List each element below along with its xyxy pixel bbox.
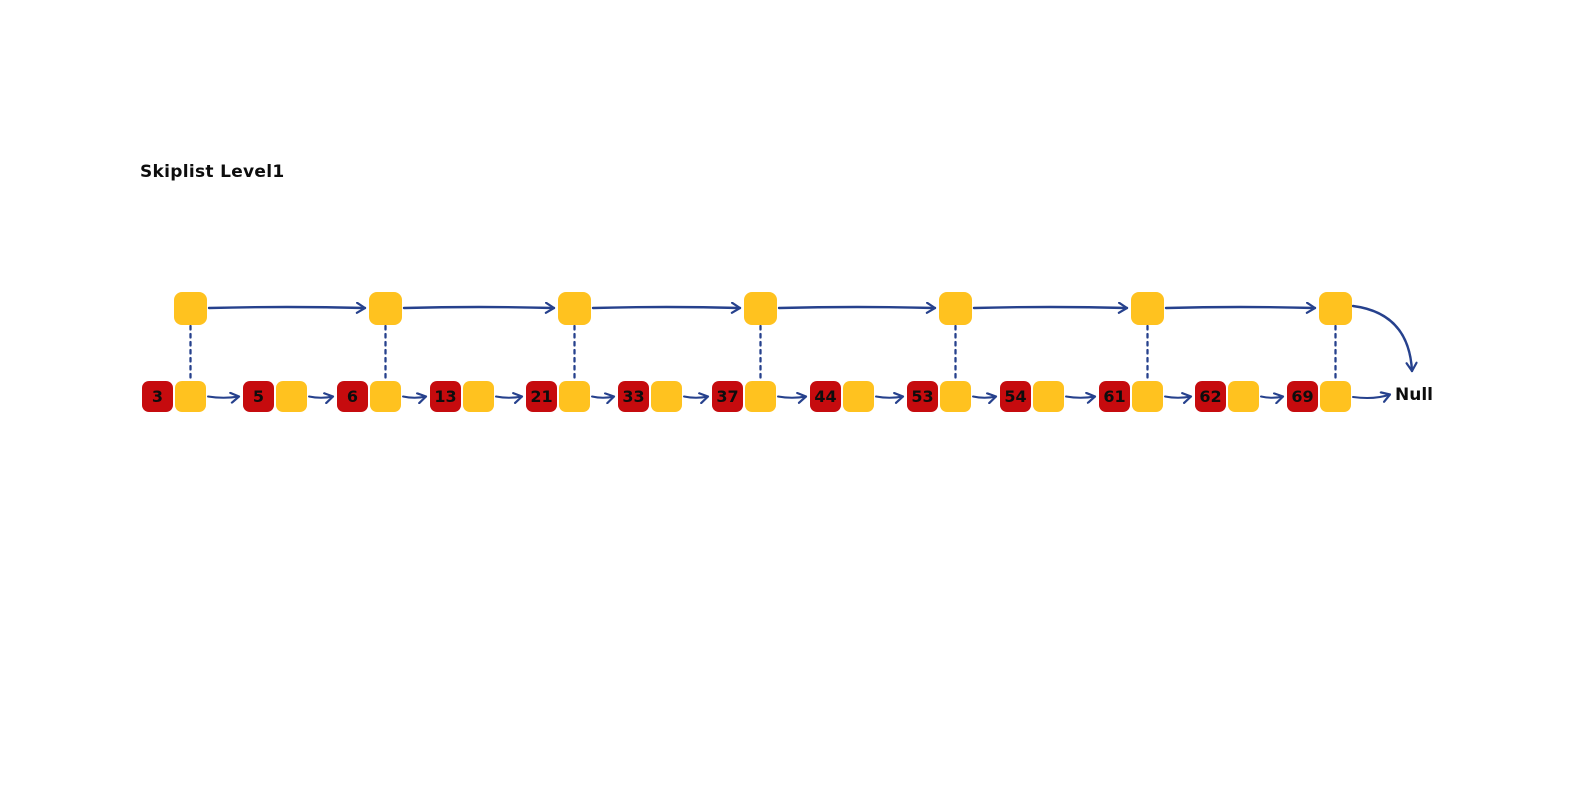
node-value-cell: 62 bbox=[1195, 381, 1226, 412]
level1-arrow bbox=[777, 307, 937, 308]
level0-arrow bbox=[875, 397, 903, 398]
level1-pointer-cell bbox=[1319, 292, 1352, 325]
level0-arrow bbox=[1260, 397, 1283, 398]
node-pointer-cell bbox=[651, 381, 682, 412]
level1-pointer-cell bbox=[558, 292, 591, 325]
node-value-cell: 33 bbox=[618, 381, 649, 412]
node-value-cell: 53 bbox=[907, 381, 938, 412]
node-value-cell: 37 bbox=[712, 381, 743, 412]
level1-pointer-cell bbox=[1131, 292, 1164, 325]
level1-arrow bbox=[1164, 307, 1317, 308]
node-value-cell: 13 bbox=[430, 381, 461, 412]
node-pointer-cell bbox=[940, 381, 971, 412]
level1-pointer-cell bbox=[744, 292, 777, 325]
node-value-cell: 21 bbox=[526, 381, 557, 412]
level0-arrow bbox=[402, 397, 426, 398]
level1-arrow bbox=[402, 307, 556, 308]
level1-pointer-cell bbox=[369, 292, 402, 325]
node-pointer-cell bbox=[463, 381, 494, 412]
level1-arrow bbox=[207, 307, 367, 308]
node-value-cell: 69 bbox=[1287, 381, 1318, 412]
node-pointer-cell bbox=[175, 381, 206, 412]
node-value-cell: 54 bbox=[1000, 381, 1031, 412]
node-value-cell: 5 bbox=[243, 381, 274, 412]
level1-pointer-cell bbox=[174, 292, 207, 325]
level0-arrow bbox=[683, 397, 708, 398]
level0-arrow bbox=[591, 397, 614, 398]
level0-null-arrow bbox=[1352, 395, 1390, 399]
node-pointer-cell bbox=[843, 381, 874, 412]
node-pointer-cell bbox=[1132, 381, 1163, 412]
node-value-cell: 44 bbox=[810, 381, 841, 412]
level0-arrow bbox=[308, 397, 333, 398]
null-label: Null bbox=[1395, 385, 1433, 405]
level0-arrow bbox=[207, 397, 239, 398]
level0-arrow bbox=[1164, 397, 1191, 398]
level1-arrow bbox=[591, 307, 742, 308]
node-value-cell: 6 bbox=[337, 381, 368, 412]
level0-arrow bbox=[972, 397, 996, 398]
node-pointer-cell bbox=[1033, 381, 1064, 412]
level0-arrow bbox=[1065, 397, 1095, 398]
level0-arrow bbox=[495, 397, 522, 398]
level1-null-arrow bbox=[1351, 304, 1412, 373]
node-pointer-cell bbox=[1228, 381, 1259, 412]
level1-pointer-cell bbox=[939, 292, 972, 325]
level0-arrow bbox=[777, 397, 806, 398]
node-pointer-cell bbox=[745, 381, 776, 412]
level1-arrow bbox=[972, 307, 1129, 308]
node-pointer-cell bbox=[276, 381, 307, 412]
node-value-cell: 3 bbox=[142, 381, 173, 412]
diagram-title: Skiplist Level1 bbox=[140, 162, 285, 182]
node-pointer-cell bbox=[559, 381, 590, 412]
node-pointer-cell bbox=[370, 381, 401, 412]
node-pointer-cell bbox=[1320, 381, 1351, 412]
node-value-cell: 61 bbox=[1099, 381, 1130, 412]
